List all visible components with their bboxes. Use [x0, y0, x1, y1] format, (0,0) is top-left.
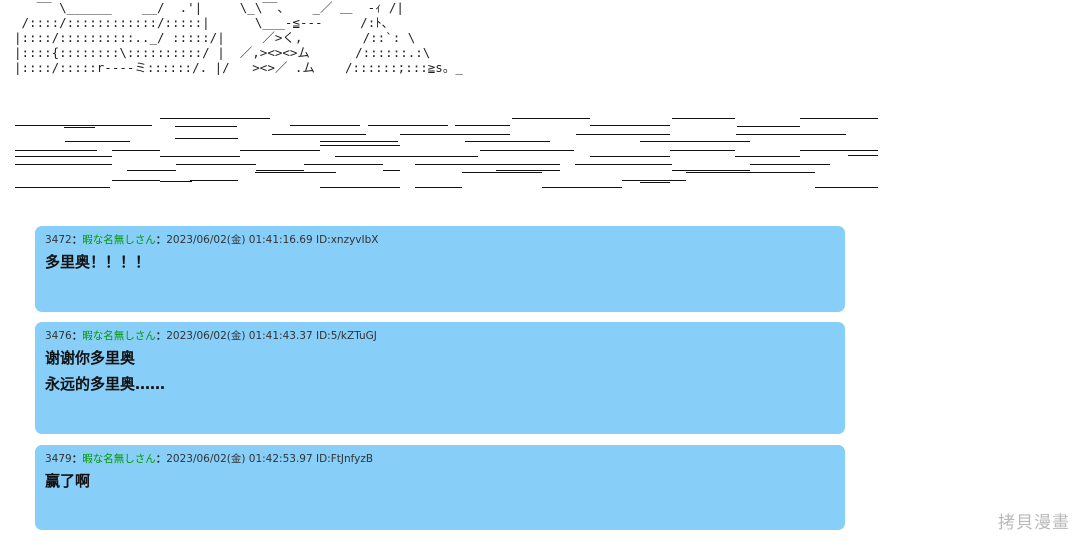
post-header: 3472：暇な名無しさん：2023/06/02(金) 01:41:16.69 I…	[45, 234, 835, 247]
post-body: 赢了啊	[45, 468, 835, 494]
watermark: 拷貝漫畫	[998, 513, 1070, 533]
post-body: 多里奥！！！！	[45, 249, 835, 275]
post-date-id: 2023/06/02(金) 01:41:16.69 ID:xnzyvIbX	[166, 234, 379, 246]
ascii-art-line: |::::{::::::::\::::::::::/ | ／,><><>ム /:…	[14, 45, 431, 60]
post-3479: 3479：暇な名無しさん：2023/06/02(金) 01:42:53.97 I…	[35, 445, 845, 530]
post-text: 多里奥！！！！	[45, 253, 151, 271]
ascii-art-line: |::::/::::::::::.._/ :::::/| ／>く, /::`: …	[14, 30, 416, 45]
post-number: 3476	[45, 330, 72, 342]
post-date-id: 2023/06/02(金) 01:41:43.37 ID:5/kZTuGJ	[166, 330, 377, 342]
post-body: 谢谢你多里奥 永远的多里奥……	[45, 345, 835, 397]
post-text: 永远的多里奥……	[45, 375, 166, 393]
ascii-art-line: /::::/::::::::::::/:::::| \___-≦‐‐‐ /:ﾄ、	[14, 15, 394, 30]
post-header: 3476：暇な名無しさん：2023/06/02(金) 01:41:43.37 I…	[45, 330, 835, 343]
post-3472: 3472：暇な名無しさん：2023/06/02(金) 01:41:16.69 I…	[35, 226, 845, 312]
ascii-art-line: ‾‾ \______ __/ .'| \_\‾‾、 _／ ＿ ‐ｨ /|	[14, 0, 404, 15]
poster-name[interactable]: 暇な名無しさん	[82, 234, 156, 246]
post-separator: ：	[71, 234, 83, 246]
post-separator: ：	[71, 330, 83, 342]
post-number: 3479	[45, 453, 72, 465]
post-separator: ：	[155, 330, 167, 342]
post-3476: 3476：暇な名無しさん：2023/06/02(金) 01:41:43.37 I…	[35, 322, 845, 434]
post-header: 3479：暇な名無しさん：2023/06/02(金) 01:42:53.97 I…	[45, 453, 835, 466]
post-text: 谢谢你多里奥	[45, 349, 136, 367]
post-text: 赢了啊	[45, 472, 91, 490]
post-separator: ：	[155, 234, 167, 246]
post-date-id: 2023/06/02(金) 01:42:53.97 ID:FtJnfyzB	[166, 453, 374, 465]
ascii-art: ‾‾ \______ __/ .'| \_\‾‾、 _／ ＿ ‐ｨ /| /::…	[14, 0, 463, 75]
post-separator: ：	[71, 453, 83, 465]
poster-name[interactable]: 暇な名無しさん	[82, 453, 156, 465]
post-separator: ：	[155, 453, 167, 465]
post-number: 3472	[45, 234, 72, 246]
poster-name[interactable]: 暇な名無しさん	[82, 330, 156, 342]
ascii-art-line: |::::/:::::r‐‐‐‐ミ::::::/. |/ ><>／ .ム /::…	[14, 60, 463, 75]
